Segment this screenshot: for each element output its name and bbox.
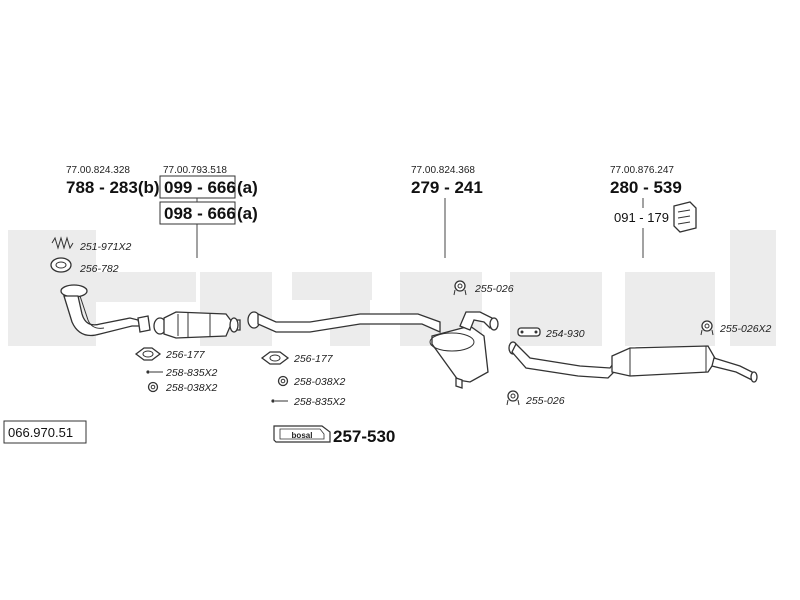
mounting-kit-badge-text: bosal [292,431,313,440]
catalyst-option-a-number[interactable]: 099 - 666 [164,178,236,197]
bolt-icon [146,370,163,374]
rear-silencer-mount-number[interactable]: 091 - 179 [614,210,669,225]
ring-gasket-icon [50,257,72,273]
catalyst-accessory-bolt[interactable]: 258-835X2 [165,367,218,379]
catalyst-drawing[interactable] [153,311,241,339]
mounting-kit-badge: bosal [273,425,331,443]
front-pipe-group: 77.00.824.328 788 - 283(b) 251-971X2 256… [50,165,160,337]
center-silencer-part-number[interactable]: 279 - 241 [411,178,483,197]
catalyst-accessory-gasket[interactable]: 256-177 [165,349,206,361]
clamp-icon [517,327,541,337]
catalyst-accessory-nut[interactable]: 258-038X2 [165,382,218,394]
nut-icon [277,375,289,387]
rear-silencer-oe-number: 77.00.876.247 [610,165,674,176]
center-silencer-drawing[interactable] [247,311,499,389]
diagram-reference-box: 066.970.51 [3,420,87,444]
diagram-reference-number: 066.970.51 [8,425,73,440]
rubber-hanger-icon [700,320,714,336]
middle-pipe-accessory-nut[interactable]: 258-038X2 [293,376,346,388]
flange-gasket-icon [134,347,162,361]
rear-silencer-drawing[interactable] [508,341,758,383]
front-pipe-accessory-gasket[interactable]: 256-782 [79,263,119,275]
catalyst-option-b-suffix: (a) [237,204,258,223]
middle-pipe-accessory-gasket[interactable]: 256-177 [293,353,334,365]
front-pipe-accessory-spring[interactable]: 251-971X2 [79,241,132,253]
front-pipe-oe-number: 77.00.824.328 [66,165,130,176]
catalyst-option-a-suffix: (a) [237,178,258,197]
rear-silencer-group: 77.00.876.247 280 - 539 091 - 179 254-93… [508,165,772,383]
rear-silencer-part-number[interactable]: 280 - 539 [610,178,682,197]
nut-icon [147,381,159,393]
mounting-kit-group: bosal 257-530 [273,425,395,446]
center-silencer-accessory-hanger-bottom[interactable]: 255-026 [525,395,565,407]
center-silencer-accessory-hanger-top[interactable]: 255-026 [474,283,514,295]
flange-gasket-icon [260,351,290,365]
rubber-hanger-icon [506,390,520,406]
rear-silencer-accessory-clamp[interactable]: 254-930 [545,328,585,340]
middle-pipe-group: 256-177 258-038X2 258-835X2 [260,351,346,408]
rear-silencer-accessory-hangers[interactable]: 255-026X2 [719,323,772,335]
catalyst-group: 77.00.793.518 099 - 666 (a) 098 - 666 (a… [134,165,258,394]
middle-pipe-accessory-bolt[interactable]: 258-835X2 [293,396,346,408]
mounting-kit-part-number[interactable]: 257-530 [333,427,395,446]
center-silencer-group: 77.00.824.368 279 - 241 255-026 255-026 [247,165,565,407]
spring-icon [51,236,74,250]
mounting-bracket-icon [673,201,697,233]
front-pipe-drawing[interactable] [60,284,151,337]
catalyst-oe-number: 77.00.793.518 [163,165,227,176]
front-pipe-part-number[interactable]: 788 - 283(b) [66,178,160,197]
rubber-hanger-icon [453,280,467,296]
bolt-icon [271,399,288,403]
center-silencer-oe-number: 77.00.824.368 [411,165,475,176]
catalyst-option-b-number[interactable]: 098 - 666 [164,204,236,223]
